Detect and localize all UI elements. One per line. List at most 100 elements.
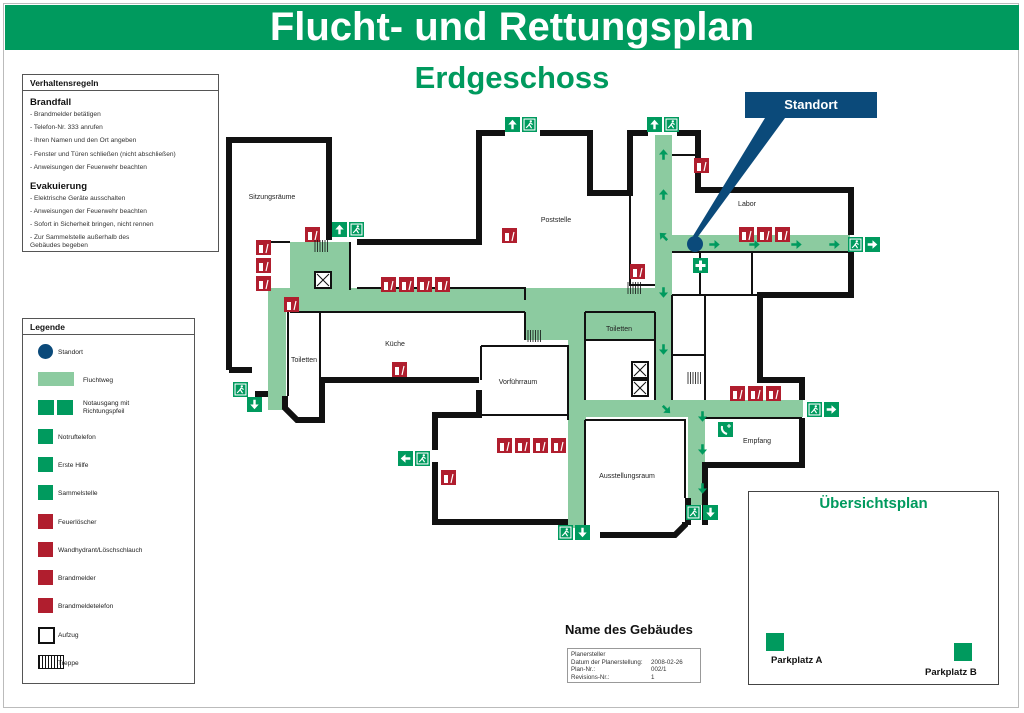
- exit-runner-icon: [807, 402, 822, 417]
- fire-extinguisher-icon: [694, 158, 709, 173]
- room-label: Küche: [385, 341, 405, 348]
- room-label: Ausstellungsraum: [599, 473, 655, 480]
- info-value: 1: [651, 673, 655, 681]
- first-aid-icon: [693, 258, 708, 273]
- info-key: Planersteller: [571, 651, 606, 658]
- exit-arrow-icon: [703, 505, 718, 520]
- legend-label: Wandhydrant/Löschschlauch: [58, 547, 143, 554]
- rule-item: - Sofort in Sicherheit bringen, nicht re…: [30, 221, 154, 229]
- elevator-icon: [631, 379, 649, 397]
- legend-label: Sammelstelle: [58, 490, 98, 497]
- fire-extinguisher-icon: [766, 386, 781, 401]
- legend-item: Notausgang mit Richtungspfeil: [23, 400, 196, 420]
- info-key: Datum der Planerstellung:: [571, 658, 643, 666]
- info-key: Plan-Nr.:: [571, 666, 596, 674]
- fire-extinguisher-icon: [441, 470, 456, 485]
- room-label: Empfang: [743, 438, 771, 445]
- building-name: Name des Gebäudes: [565, 622, 693, 637]
- first-aid-icon: [38, 457, 53, 472]
- fire-alarm-icon: [256, 240, 271, 255]
- rules-heading-fire: Brandfall: [30, 97, 72, 108]
- plan-frame: [3, 3, 1019, 708]
- exit-runner-icon: [522, 117, 537, 132]
- rules-title: Verhaltensregeln: [23, 75, 218, 91]
- elevator-icon: [314, 271, 332, 289]
- legend-label: Notruftelefon: [58, 434, 96, 441]
- stairs-icon: [627, 282, 641, 294]
- elevator-icon: [38, 627, 55, 644]
- rule-item: - Anweisungen der Feuerwehr beachten: [30, 163, 147, 171]
- assembly-point-icon: [766, 633, 784, 651]
- floor-title: Erdgeschoss: [414, 60, 610, 95]
- legend-item: Brandmelder: [23, 570, 196, 590]
- exit-arrow-icon: [332, 222, 347, 237]
- fire-extinguisher-icon: [305, 227, 320, 242]
- fire-phone-icon: [256, 276, 271, 291]
- legend-label: Brandmelder: [58, 575, 96, 582]
- fire-phone-icon: [417, 277, 432, 292]
- fire-extinguisher-icon: [502, 228, 517, 243]
- rule-item: - Fenster und Türen schließen (nicht abs…: [30, 150, 176, 158]
- room-label: Sitzungsräume: [249, 194, 296, 201]
- fire-alarm-icon: [381, 277, 396, 292]
- legend-item: Aufzug: [23, 627, 196, 647]
- fire-phone-icon: [533, 438, 548, 453]
- exit-arrow-icon: [824, 402, 839, 417]
- escape-route-arrow-icon: [38, 372, 74, 386]
- exit-runner-icon: [848, 237, 863, 252]
- fire-alarm-icon: [739, 227, 754, 242]
- fire-extinguisher-icon: [630, 264, 645, 279]
- legend-item: Brandmeldetelefon: [23, 598, 196, 618]
- legend-item: Notruftelefon: [23, 429, 196, 449]
- exit-runner-icon: [686, 505, 701, 520]
- exit-runner-icon: [664, 117, 679, 132]
- fire-hose-icon: [399, 277, 414, 292]
- rule-item: - Anweisungen der Feuerwehr beachten: [30, 207, 147, 215]
- parking-a-label: Parkplatz A: [771, 655, 823, 666]
- exit-arrow-icon: [865, 237, 880, 252]
- location-marker: [687, 236, 703, 252]
- fire-extinguisher-icon: [775, 227, 790, 242]
- fire-hose-icon: [256, 258, 271, 273]
- inner-walls: [268, 154, 851, 535]
- rule-item: - Telefon-Nr. 333 anrufen: [30, 124, 103, 132]
- info-key: Revisions-Nr.:: [571, 673, 610, 681]
- escape-routes: [268, 135, 850, 528]
- emergency-phone-icon: [38, 429, 53, 444]
- callout-pointer: [693, 118, 785, 238]
- legend-label: Erste Hilfe: [58, 462, 89, 469]
- exit-runner-icon: [558, 525, 573, 540]
- room-label: Vorführraum: [499, 379, 538, 386]
- room-label: Toiletten: [606, 326, 632, 333]
- rule-item: - Elektrische Geräte ausschalten: [30, 194, 126, 202]
- fire-hose-icon: [757, 227, 772, 242]
- exit-arrow-icon: [398, 451, 413, 466]
- exit-arrow-icon: [505, 117, 520, 132]
- overview-box: Übersichtsplan Parkplatz A Parkplatz B: [748, 491, 999, 685]
- legend-item: Standort: [23, 344, 196, 364]
- exit-runner-icon: [349, 222, 364, 237]
- rule-item: - Brandmelder betätigen: [30, 111, 101, 118]
- fire-extinguisher-icon: [284, 297, 299, 312]
- exit-runner-icon: [415, 451, 430, 466]
- legend-item: Treppe: [23, 655, 196, 675]
- room-label: Toiletten: [291, 357, 317, 364]
- plan-info-box: Planersteller Datum der Planerstellung: 2…: [567, 648, 701, 683]
- room-label: Poststelle: [541, 217, 571, 224]
- stairs-icon: [687, 372, 701, 384]
- standort-callout: Standort: [745, 92, 877, 118]
- info-value: 2008-02-26: [651, 658, 683, 666]
- fire-alarm-icon: [497, 438, 512, 453]
- stairs-icon: [38, 655, 64, 669]
- legend-label: Standort: [58, 349, 83, 356]
- legend-label: Treppe: [58, 660, 79, 667]
- plan-title: Flucht- und Rettungsplan: [5, 5, 1019, 50]
- rules-box: Verhaltensregeln Brandfall - Brandmelder…: [22, 74, 219, 252]
- exit-arrow-icon: [247, 397, 262, 412]
- legend-label: Feuerlöscher: [58, 519, 97, 526]
- emergency-exit-sign-icon: [38, 400, 73, 415]
- legend-label: Aufzug: [58, 632, 79, 639]
- assembly-point-icon: [954, 643, 972, 661]
- legend-item: Sammelstelle: [23, 485, 196, 505]
